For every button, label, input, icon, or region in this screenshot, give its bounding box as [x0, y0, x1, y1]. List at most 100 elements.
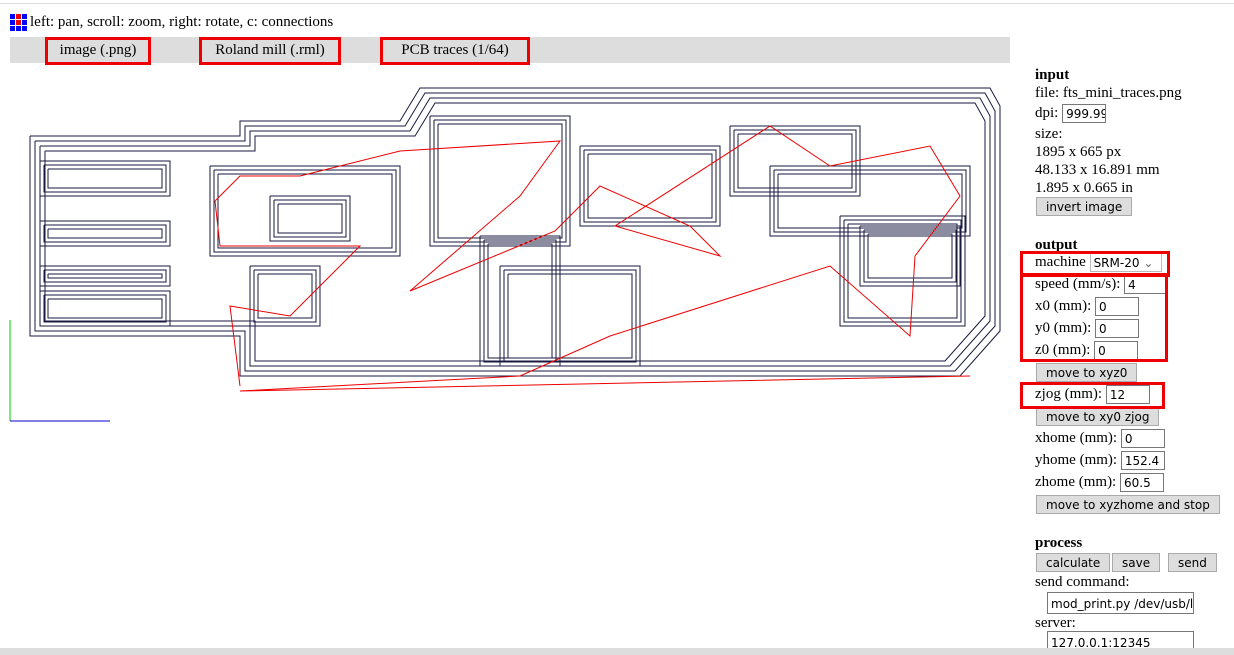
trace-pad [773, 169, 967, 233]
trace-pad [769, 165, 971, 237]
trace-pad [277, 203, 343, 234]
jog-path [214, 125, 971, 392]
send-command-label: send command: [1035, 574, 1130, 590]
calculate-button[interactable]: calculate [1036, 553, 1111, 572]
size-mm: 48.133 x 16.891 mm [1035, 162, 1160, 178]
trace-pad [729, 125, 861, 197]
trace-pad [863, 229, 957, 283]
trace-pad [273, 199, 347, 238]
trace-pad [257, 273, 313, 319]
trace-pad [47, 298, 163, 319]
trace-pad [269, 195, 351, 242]
zhome-label: zhome (mm): [1035, 474, 1117, 490]
trace-pad [43, 224, 167, 243]
trace-pad [483, 239, 557, 363]
trace-pad [583, 149, 717, 223]
zjog-label: zjog (mm): [1035, 386, 1103, 402]
trace-pad [213, 169, 397, 253]
size-in: 1.895 x 0.665 in [1035, 180, 1133, 196]
module-bar [10, 37, 1010, 63]
invert-image-button[interactable]: invert image [1036, 197, 1133, 216]
trace-pad [47, 168, 163, 189]
trace-pad [47, 228, 163, 239]
header: left: pan, scroll: zoom, right: rotate, … [10, 14, 333, 31]
move-to-xyz0-button[interactable]: move to xyz0 [1036, 363, 1138, 382]
trace-outline [44, 102, 986, 362]
zjog-input[interactable]: 12 [1105, 385, 1150, 405]
x0-label: x0 (mm): [1035, 298, 1092, 314]
trace-pad [737, 133, 853, 189]
toolpath-canvas[interactable] [0, 66, 1015, 426]
trace-pad [43, 269, 167, 283]
process-heading: process [1035, 535, 1083, 551]
trace-pad [39, 220, 171, 247]
machine-value: SRM-20 [1093, 256, 1140, 271]
origin-highlight [1020, 273, 1168, 362]
send-button[interactable]: send [1168, 553, 1217, 572]
trace-pad [43, 164, 167, 193]
zhome-input[interactable]: 60.5 [1119, 473, 1164, 493]
trace-pad [39, 160, 171, 197]
toolpath-traces [29, 87, 1001, 377]
file-name: file: fts_mini_traces.png [1035, 85, 1182, 101]
jog-path [214, 200, 362, 387]
trace-pad [209, 165, 401, 257]
trace-pad [859, 225, 961, 287]
machine-label: machine [1035, 254, 1086, 270]
trace-pad [39, 290, 171, 327]
chevron-down-icon: ⌄ [1143, 256, 1154, 271]
trace-pad [847, 223, 958, 319]
trace-pad [507, 273, 633, 359]
save-button[interactable]: save [1112, 553, 1161, 572]
trace-pad [839, 215, 966, 327]
trace-pad [43, 294, 167, 323]
dpi-input[interactable]: 999.99 [1062, 104, 1107, 124]
move-to-xy0-zjog-button[interactable]: move to xy0 zjog [1036, 407, 1160, 426]
instructions-text: left: pan, scroll: zoom, right: rotate, … [30, 14, 334, 30]
trace-pad [487, 243, 553, 359]
module-pcb-traces[interactable]: PCB traces (1/64) [380, 37, 530, 65]
trace-pad [39, 265, 171, 287]
trace-pad [429, 115, 571, 247]
yhome-input[interactable]: 152.4 [1120, 451, 1165, 471]
y0-input[interactable]: 0 [1095, 319, 1139, 339]
size-px: 1895 x 665 px [1035, 144, 1122, 160]
output-heading: output [1035, 237, 1078, 253]
trace-pad [587, 153, 713, 219]
trace-pad [253, 269, 317, 323]
input-heading: input [1035, 67, 1070, 83]
trace-pad [437, 123, 563, 239]
trace-pad [249, 265, 321, 327]
move-to-xyzhome-button[interactable]: move to xyzhome and stop [1036, 495, 1220, 514]
size-label: size: [1035, 126, 1063, 142]
horizontal-scrollbar[interactable] [0, 648, 1234, 655]
trace-pad [579, 145, 721, 227]
mods-logo-icon [10, 14, 27, 31]
xhome-input[interactable]: 0 [1120, 429, 1165, 449]
z0-label: z0 (mm): [1035, 342, 1091, 358]
trace-pad [503, 269, 637, 363]
trace-pad [499, 265, 641, 367]
xhome-label: xhome (mm): [1035, 430, 1118, 446]
trace-pad [733, 129, 857, 193]
send-command-input[interactable]: mod_print.py /dev/usb/lp [1047, 592, 1194, 614]
x0-input[interactable]: 0 [1095, 297, 1139, 317]
toolpath-jogs [214, 125, 971, 392]
trace-pad [867, 233, 953, 279]
module-image-png[interactable]: image (.png) [45, 37, 151, 65]
trace-outline [29, 87, 1001, 377]
trace-outline [34, 92, 996, 372]
trace-pad [843, 219, 962, 323]
y0-label: y0 (mm): [1035, 320, 1092, 336]
machine-select[interactable]: SRM-20 ⌄ [1089, 253, 1162, 273]
server-label: server: [1035, 615, 1076, 631]
zjog-highlight [1020, 382, 1165, 409]
trace-pad [217, 173, 393, 249]
trace-pad [479, 235, 561, 367]
dpi-label: dpi: [1035, 105, 1059, 121]
module-roland-mill[interactable]: Roland mill (.rml) [199, 37, 341, 65]
yhome-label: yhome (mm): [1035, 452, 1118, 468]
trace-pad [47, 273, 163, 279]
browser-top-border [0, 0, 1234, 4]
trace-pad [777, 173, 963, 229]
